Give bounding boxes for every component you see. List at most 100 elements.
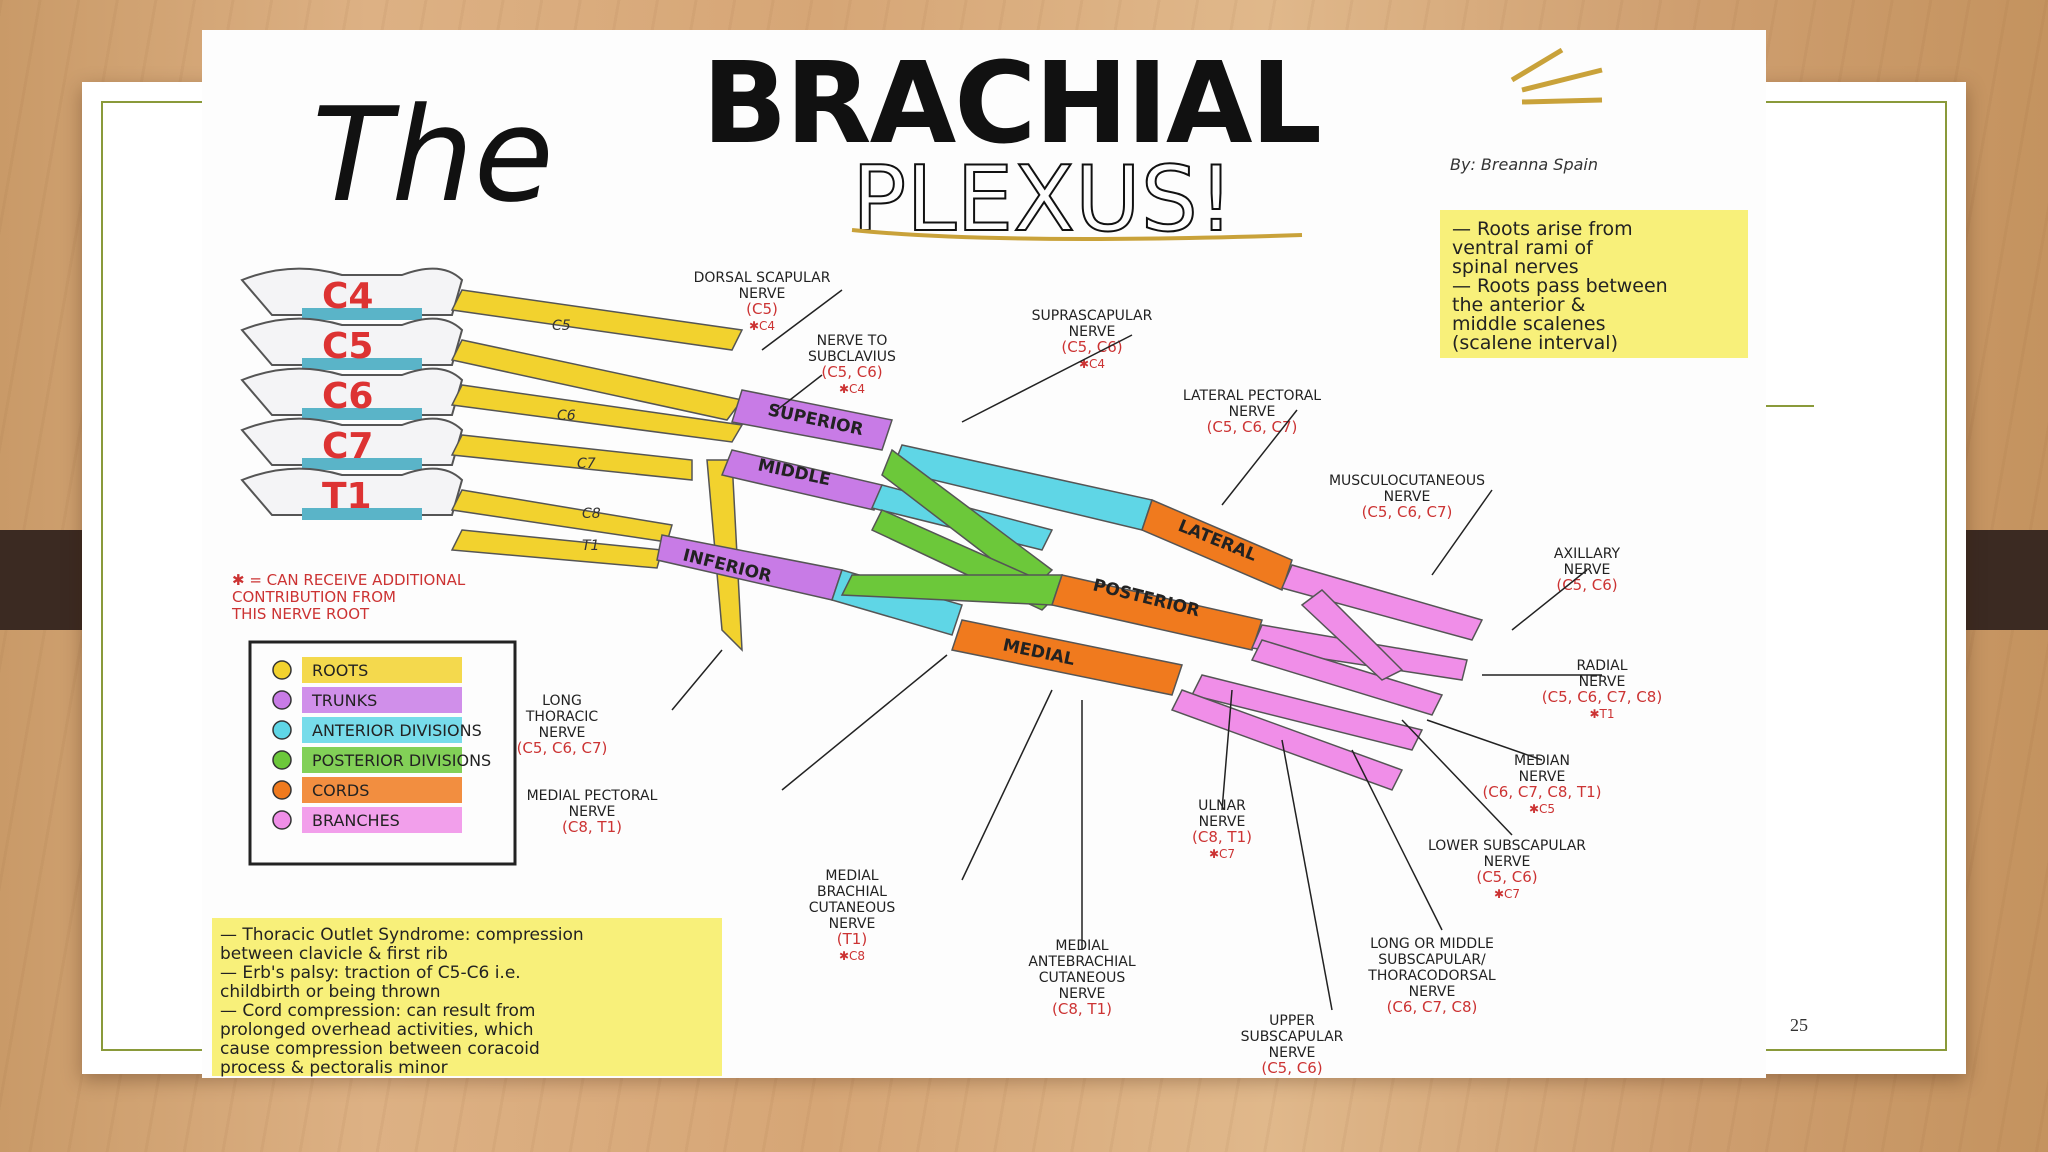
nerve-label-line: (C5, C6, C7) — [517, 739, 608, 757]
vertebra-body — [240, 467, 464, 516]
legend-label: TRUNKS — [311, 691, 377, 710]
vertebra: C4 — [240, 267, 464, 320]
legend-bar — [302, 657, 462, 683]
root-small-label-c5: C5 — [552, 318, 571, 334]
root-small-label-c8: C8 — [582, 506, 601, 522]
intervertebral-disc — [302, 408, 422, 420]
legend-swatch — [272, 660, 292, 680]
cord-lateral — [1141, 498, 1293, 592]
nerve-label-line: ✱C7 — [1494, 887, 1520, 901]
nerve-label-line: (C5, C6, C7) — [1207, 418, 1298, 436]
root-small-label-t1: T1 — [582, 538, 599, 554]
root-small-label-c6: C6 — [557, 408, 576, 424]
trunk-middle — [720, 449, 883, 511]
nerve-label-line: MEDIAL PECTORAL — [527, 788, 658, 804]
nerve-label-line: ✱C5 — [1529, 802, 1555, 816]
legend-label: ANTERIOR DIVISIONS — [312, 721, 482, 740]
nerve-label-line: ✱T1 — [1589, 707, 1614, 721]
accent-line — [1764, 405, 1814, 407]
nerve-label-line: (C8, T1) — [1052, 1000, 1112, 1018]
nerve-label-line: (T1) — [837, 930, 867, 948]
note-bottom-line: — Erb's palsy: traction of C5-C6 i.e. — [220, 963, 521, 983]
root-c6 — [450, 384, 744, 443]
nerve-label-line: (C5) — [746, 300, 778, 318]
branch-musculocutaneous — [1280, 564, 1484, 641]
legend-item: POSTERIOR DIVISIONS — [272, 747, 491, 773]
note-bottom: — Thoracic Outlet Syndrome: compressionb… — [220, 925, 584, 1078]
nerve-label-line: (C6, C7, C8) — [1387, 998, 1478, 1016]
root-c7 — [450, 434, 693, 481]
nerve-label-line: SUPRASCAPULAR — [1032, 308, 1153, 324]
nerve-label-line: (C5, C6, C7) — [1362, 503, 1453, 521]
leader-lines — [671, 289, 1602, 1011]
legend-item: BRANCHES — [272, 807, 462, 833]
nerve-label-line: ✱C4 — [1079, 357, 1105, 371]
nerve-label-line: NERVE — [539, 725, 586, 741]
cord-posterior — [1051, 574, 1263, 651]
intervertebral-disc — [302, 508, 422, 520]
nerve-label-line: SUBSCAPULAR/ — [1378, 952, 1486, 968]
nerve-label-line: NERVE — [829, 916, 876, 932]
title-underline — [851, 228, 1303, 241]
root-c4 — [450, 289, 744, 351]
nerve-label-line: NERVE — [1579, 674, 1626, 690]
nerve-label-line: NERVE — [1229, 404, 1276, 420]
nerve-label-line: BRACHIAL — [817, 884, 887, 900]
nerve-label-line: ✱C8 — [839, 949, 865, 963]
nerve-label-line: (C8, T1) — [562, 818, 622, 836]
nerve-label-line: NERVE — [1484, 854, 1531, 870]
title-main: BRACHIAL — [702, 39, 1320, 169]
brachial-plexus-poster: The BRACHIAL PLEXUS! By: Breanna Spain —… — [202, 30, 1766, 1078]
note-bottom-line: childbirth or being thrown — [220, 982, 441, 1002]
legend-item: ANTERIOR DIVISIONS — [272, 717, 482, 743]
nerve-label-line: NERVE — [1199, 814, 1246, 830]
note-top-line: spinal nerves — [1452, 256, 1579, 278]
intervertebral-disc — [302, 458, 422, 470]
note-top-line: — Roots pass between — [1452, 275, 1668, 297]
nerve-label-thoracodorsal: LONG OR MIDDLESUBSCAPULAR/THORACODORSALN… — [1367, 936, 1496, 1016]
nerve-label-line: (C5, C6) — [821, 363, 882, 381]
note-bottom-line: — Thoracic Outlet Syndrome: compression — [220, 925, 584, 945]
legend-label: BRANCHES — [312, 811, 400, 830]
vertebra: C6 — [240, 367, 464, 420]
nerve-label-line: THORACIC — [525, 709, 598, 725]
root-label-c6: C6 — [322, 376, 373, 417]
branch-median-lateral-root — [1300, 589, 1404, 681]
root-label-c7: C7 — [322, 426, 373, 467]
trunk-superior — [731, 389, 893, 451]
nerve-label-line: MEDIAL — [825, 868, 878, 884]
nerve-label-line: RADIAL — [1576, 658, 1627, 674]
note-top-line: the anterior & — [1452, 294, 1586, 316]
root-label-c4: C4 — [322, 276, 373, 317]
note-top-line: — Roots arise from — [1452, 218, 1633, 240]
note-top-line: ventral rami of — [1452, 237, 1594, 259]
legend-bar — [302, 777, 462, 803]
plexus-structure — [450, 289, 1484, 791]
root-t1 — [450, 529, 663, 569]
nerve-label-line: (C5, C6) — [1556, 576, 1617, 594]
nerve-label-line: MEDIAN — [1514, 753, 1570, 769]
nerve-label-line: LATERAL PECTORAL — [1183, 388, 1321, 404]
nerve-label-line: DORSAL SCAPULAR — [694, 270, 831, 286]
note-top-line: middle scalenes — [1452, 313, 1606, 335]
nerve-label-line: NERVE — [1069, 324, 1116, 340]
note-bottom-line: — Cord compression: can result from — [220, 1001, 535, 1021]
vertebra: C7 — [240, 417, 464, 470]
legend-bar — [302, 687, 462, 713]
nerve-label-line: (C6, C7, C8, T1) — [1482, 783, 1601, 801]
legend-swatch — [272, 750, 292, 770]
nerve-label-line: ✱C4 — [749, 319, 775, 333]
nerve-label-line: SUBCLAVIUS — [808, 349, 896, 365]
legend-box — [248, 640, 517, 866]
title-flourish-icon — [1510, 47, 1603, 105]
legend-label: CORDS — [312, 781, 369, 800]
